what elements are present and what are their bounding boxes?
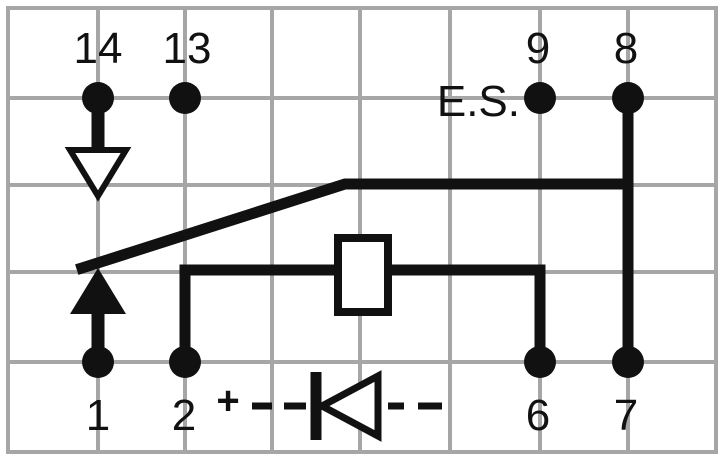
pin-13-terminal <box>169 82 201 114</box>
contact-14-arrow <box>64 98 132 202</box>
pin-1-label: 1 <box>86 391 110 440</box>
polarity-plus-label: + <box>216 379 239 423</box>
pin-terminals <box>82 82 644 378</box>
es-label: E.S. <box>437 77 520 126</box>
pin-6-label: 6 <box>526 391 550 440</box>
coil-symbol <box>334 234 392 316</box>
pin-2-label: 2 <box>172 391 196 440</box>
pin-7-label: 7 <box>614 391 638 440</box>
pin-13-label: 13 <box>163 24 212 73</box>
pin-14-label: 14 <box>74 24 123 73</box>
pin-9-label: 9 <box>526 24 550 73</box>
pin-9-terminal <box>524 82 556 114</box>
coil-circuit <box>179 234 546 362</box>
armature-switch <box>75 92 634 368</box>
suppression-diode <box>252 370 442 442</box>
contact-1-arrow <box>70 268 126 362</box>
pin-8-label: 8 <box>614 24 638 73</box>
